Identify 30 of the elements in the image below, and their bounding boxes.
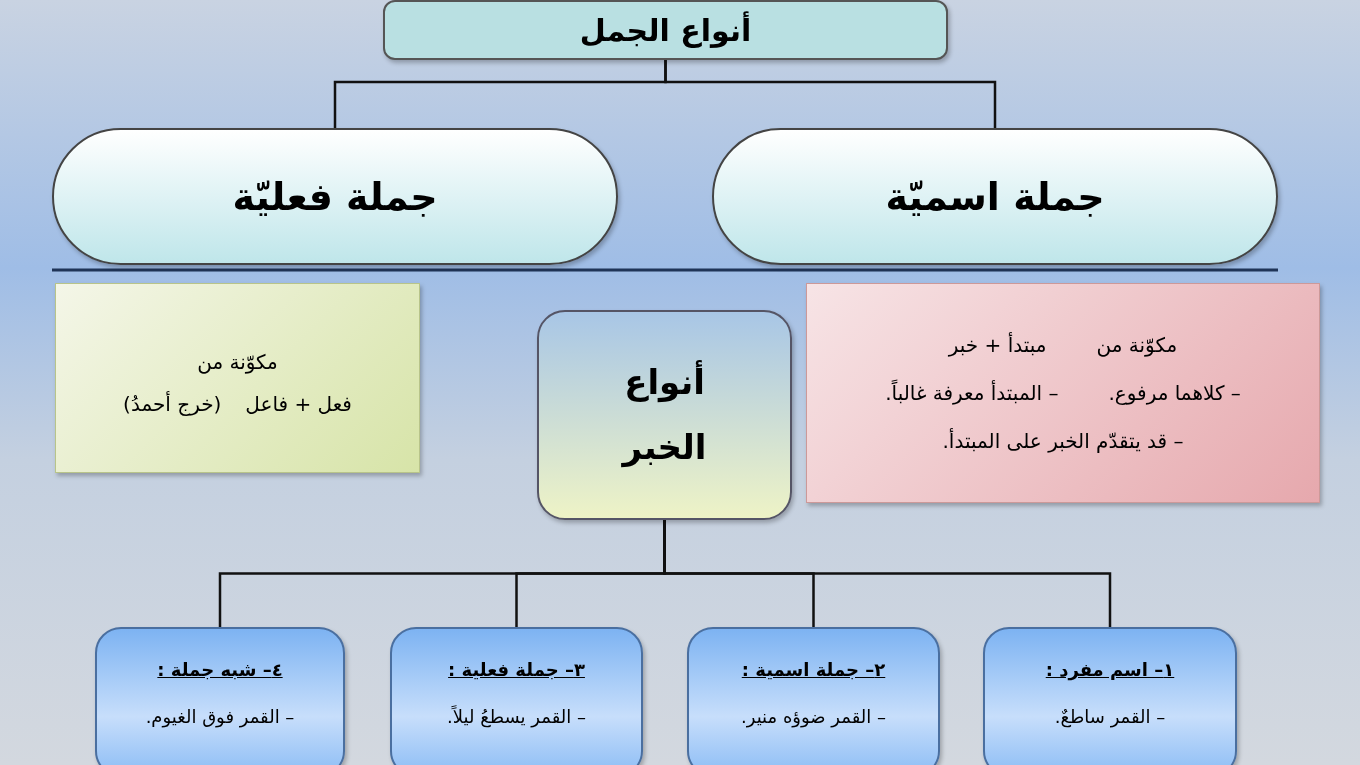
bullet-text: – قد يتقدّم الخبر على المبتدأ.: [942, 429, 1184, 453]
description-text: مكوّنة من: [197, 350, 278, 374]
box-heading: أنواع الجمل: [579, 12, 752, 48]
description-text: (خرج أحمدُ): [123, 392, 222, 416]
example-text: – القمر ضوؤه منير.: [741, 706, 886, 727]
box-heading: أنواع الخبر: [620, 359, 708, 470]
card-heading: ١– اسم مفرد :: [1045, 659, 1175, 680]
description-text: مكوّنة من: [1096, 333, 1178, 357]
type-card: [983, 627, 1237, 765]
connector-line: [664, 60, 997, 128]
bullet-text: – المبتدأ معرفة غالباً.: [885, 381, 1059, 405]
definition-card: [55, 283, 420, 473]
description-text: مبتدأ + خبر: [948, 333, 1047, 357]
bullet-text: – كلاهما مرفوع.: [1108, 381, 1241, 405]
card-heading: ٤– شبه جملة :: [157, 659, 283, 680]
type-card: [390, 627, 643, 765]
example-text: – القمر فوق الغيوم.: [145, 706, 295, 727]
box-heading: جملة اسميّة: [885, 174, 1105, 219]
box-heading: جملة فعليّة: [232, 174, 438, 219]
type-card: [95, 627, 345, 765]
card-heading: ٣– جملة فعلية :: [448, 659, 585, 680]
subtopic-box: [537, 310, 792, 520]
title-box: [383, 0, 948, 60]
example-text: – القمر يسطعُ ليلاً.: [447, 706, 586, 727]
example-text: – القمر ساطعٌ.: [1054, 706, 1166, 727]
card-heading: ٢– جملة اسمية :: [741, 659, 886, 680]
description-text: فعل + فاعل: [245, 392, 352, 416]
type-card: [687, 627, 940, 765]
category-pill: [712, 128, 1278, 265]
definition-card: [806, 283, 1320, 503]
